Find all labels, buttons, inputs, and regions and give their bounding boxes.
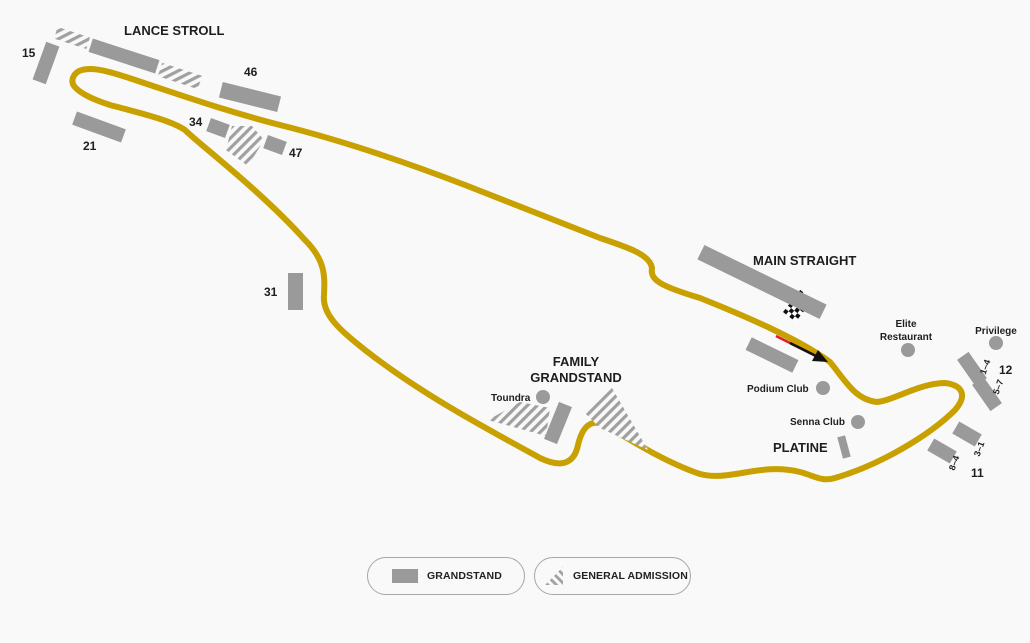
area-label-platine: PLATINE [773,440,828,455]
venue-label-elite: Elite [895,319,917,330]
grandstand-1-4[interactable] [957,351,987,387]
stand-label-47: 47 [289,146,303,160]
venue-dot-privilege[interactable] [989,336,1003,350]
ga-zone-hairpin-east[interactable] [157,62,203,90]
track-line [69,66,965,483]
venue-markers [536,336,1003,429]
venue-dot-toundra[interactable] [536,390,550,404]
venue-dot-elite-restaurant[interactable] [901,343,915,357]
grandstand-family[interactable] [544,401,572,445]
grandstand-lance-stroll[interactable] [88,38,160,74]
venue-dot-senna-club[interactable] [851,415,865,429]
grandstand-3-1[interactable] [952,421,982,447]
stand-label-3-1: 3–1 [972,440,987,458]
legend-general-admission[interactable]: GENERAL ADMISSION [534,557,691,595]
grandstand-swatch-icon [392,569,418,583]
venue-label-privilege: Privilege [975,326,1017,337]
grandstand-5-7[interactable] [972,376,1002,412]
grandstand-46[interactable] [218,81,282,113]
venue-label-toundra: Toundra [491,393,531,404]
stand-label-46: 46 [244,65,258,79]
stand-label-21: 21 [83,139,97,153]
legend-grandstand-label: GRANDSTAND [427,570,502,582]
grandstand-47[interactable] [263,135,287,155]
area-label-main-straight: MAIN STRAIGHT [753,253,856,268]
venue-label-podium-club: Podium Club [747,384,809,395]
stand-label-8-4: 8–4 [947,454,962,472]
grandstand-15[interactable] [32,41,60,85]
venue-dot-podium-club[interactable] [816,381,830,395]
ga-zone-family-west[interactable] [488,402,550,436]
grandstand-platine-front[interactable] [745,337,799,373]
grandstand-platine[interactable] [837,435,851,459]
area-label-family-line1: FAMILY [553,354,600,369]
ga-zone-hairpin-west[interactable] [53,27,91,49]
grandstand-31[interactable] [288,273,303,310]
hatched-swatch-icon [545,567,563,585]
legend-general-admission-label: GENERAL ADMISSION [573,570,688,582]
stand-label-11: 11 [971,466,984,480]
grandstands [32,38,1002,464]
stand-label-12: 12 [999,363,1013,377]
area-label-family-line2: GRANDSTAND [530,370,621,385]
stand-label-34: 34 [189,115,203,129]
grandstand-21[interactable] [72,111,126,143]
legend-grandstand[interactable]: GRANDSTAND [367,557,525,595]
general-admission-areas [53,27,648,450]
race-direction-arrow-icon [775,334,828,362]
grandstand-34[interactable] [206,118,230,138]
grandstand-8-4[interactable] [927,438,957,464]
area-label-lance-stroll: LANCE STROLL [124,23,224,38]
venue-label-senna-club: Senna Club [790,417,845,428]
ga-zone-turn-1[interactable] [226,126,264,166]
stand-label-31: 31 [264,285,278,299]
stand-label-15: 15 [22,46,36,60]
venue-label-restaurant: Restaurant [880,332,933,343]
stand-label-1-4: 1–4 [978,358,993,376]
grandstand-main-straight[interactable] [697,245,827,319]
ga-zone-family-east[interactable] [584,388,648,450]
stand-label-5-7: 5–7 [991,378,1006,396]
